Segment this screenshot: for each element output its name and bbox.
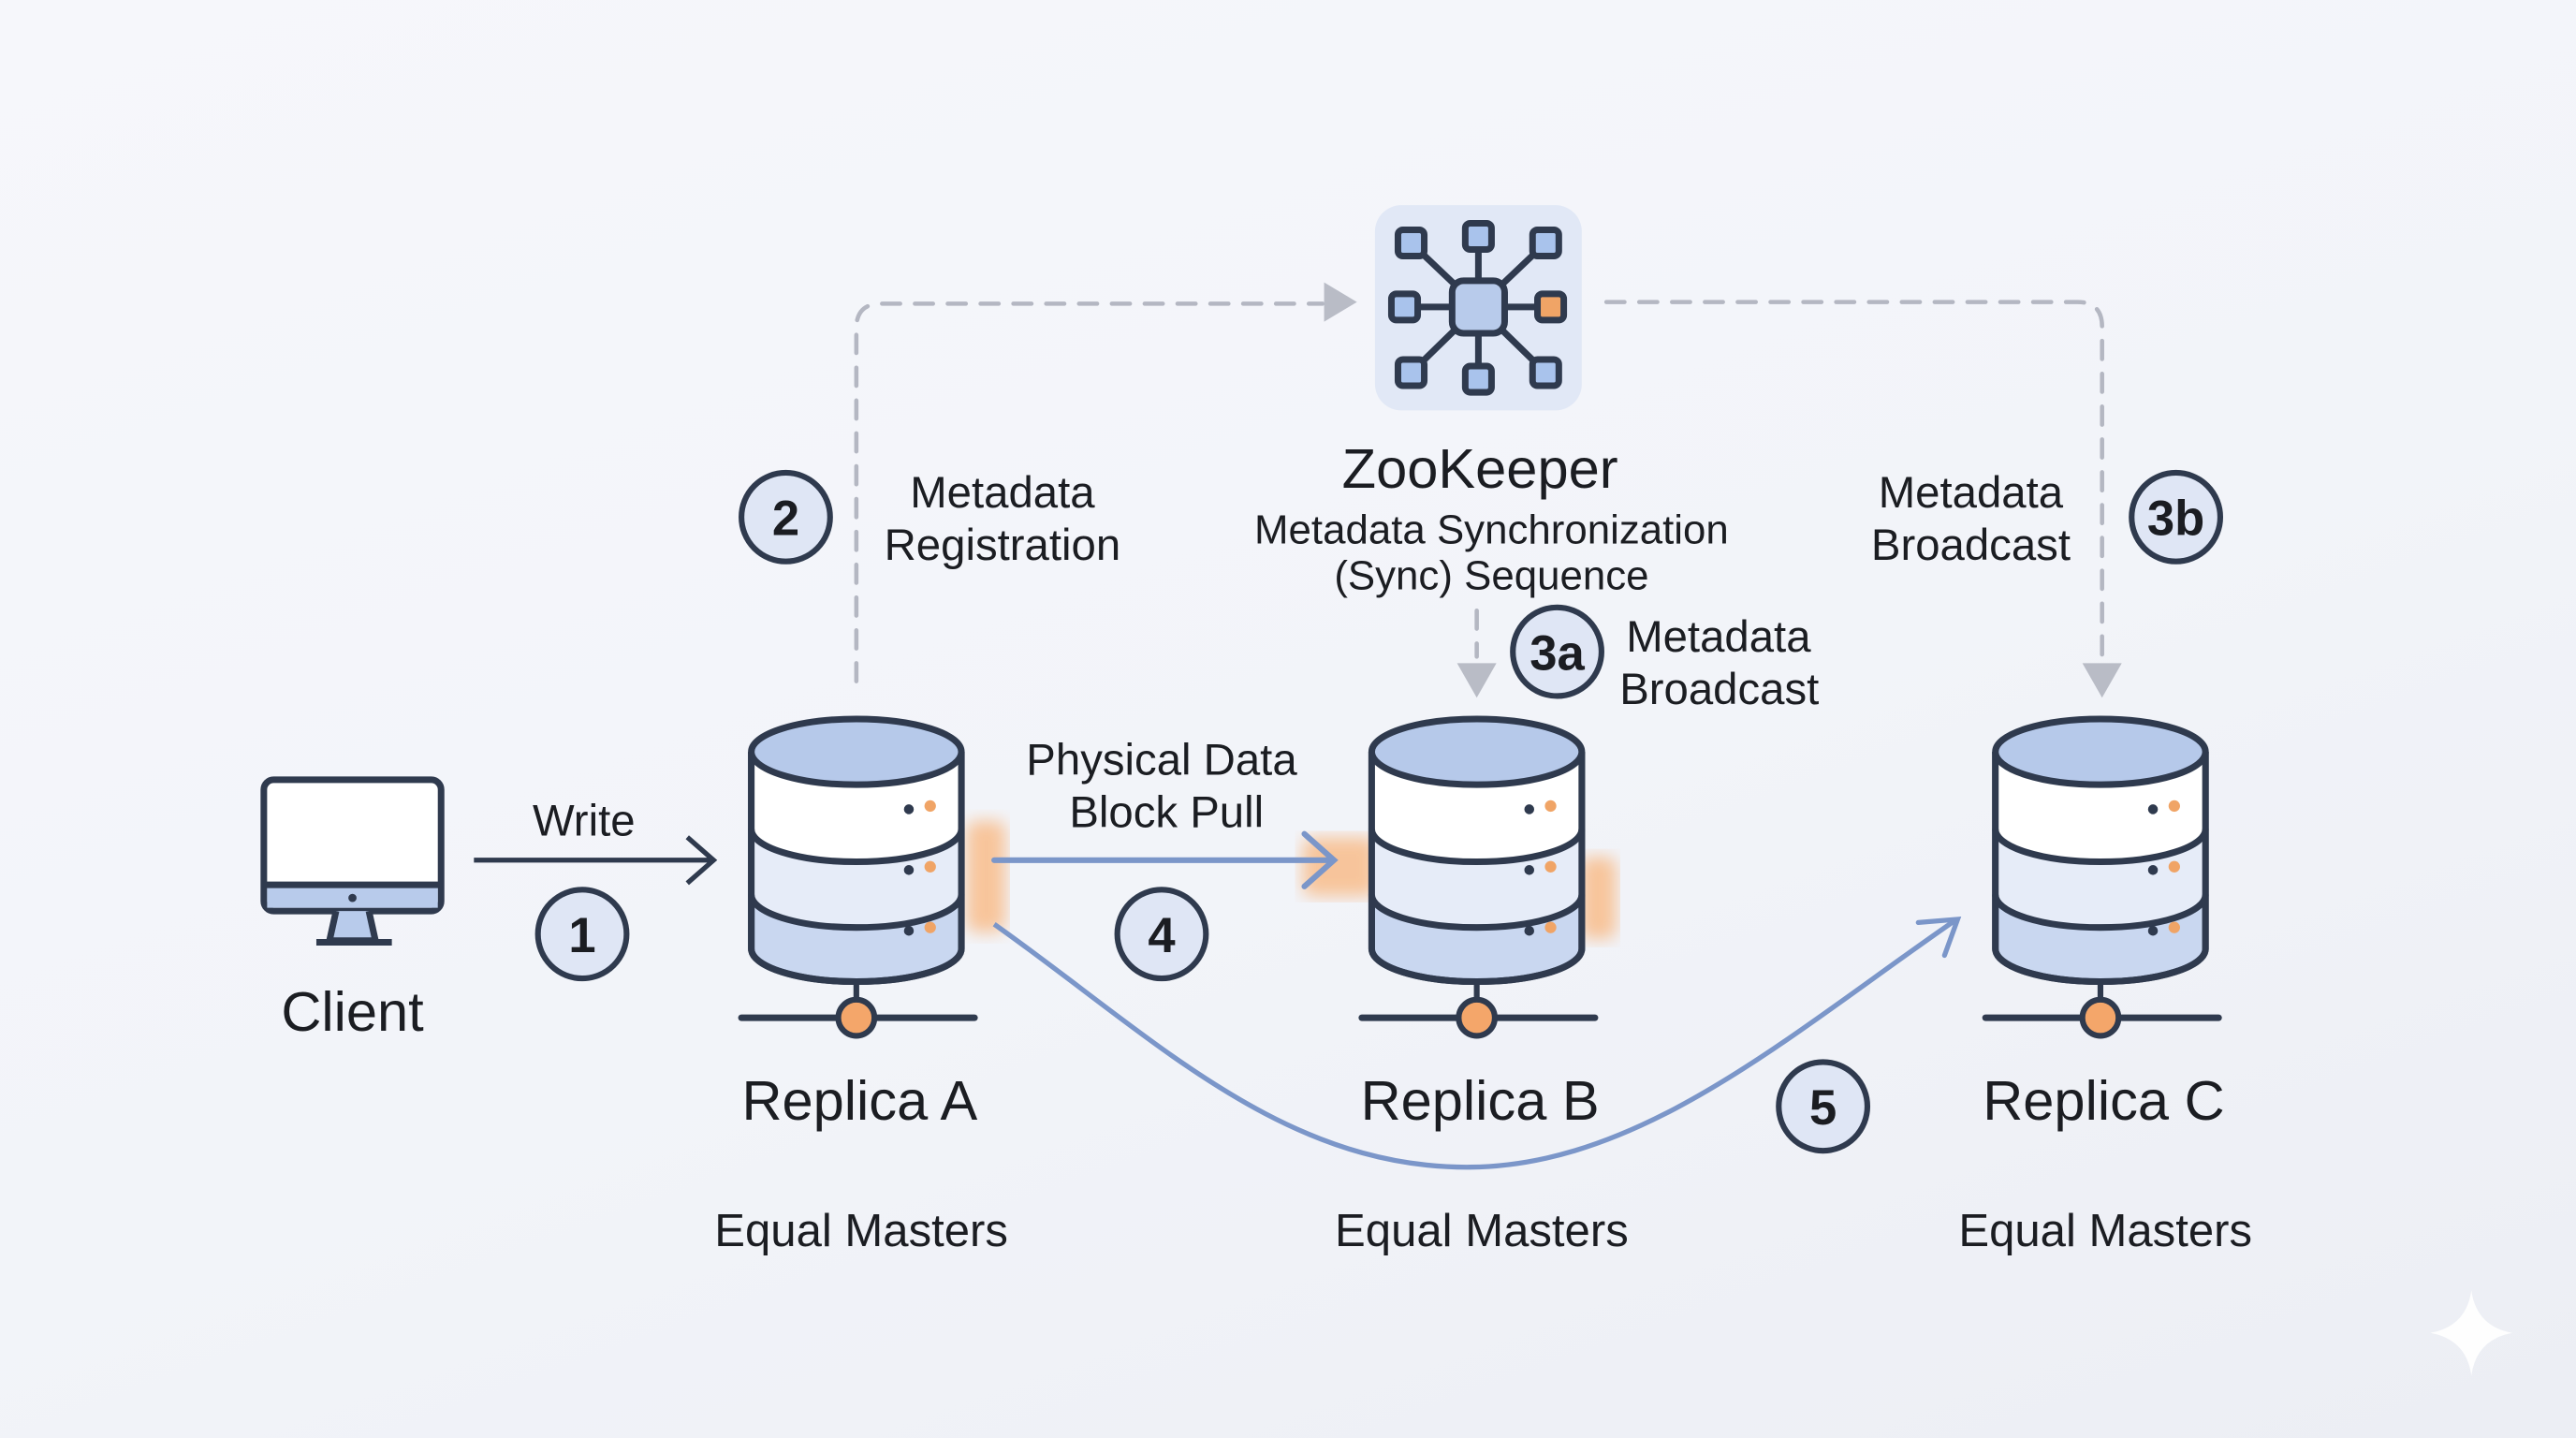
replica-a-role: Equal Masters <box>714 1206 1008 1256</box>
replica-b-highlight <box>1580 857 1617 939</box>
step-3b-badge: 3b <box>2129 469 2224 565</box>
step-4-badge: 4 <box>1114 887 1209 982</box>
zookeeper-subtitle-line1: Metadata Synchronization <box>1254 506 1729 552</box>
zookeeper-subtitle-line2: (Sync) Sequence <box>1334 552 1648 598</box>
step-5-badge: 5 <box>1776 1059 1871 1154</box>
registration-dashed-line <box>854 301 1325 683</box>
step-3a-badge: 3a <box>1510 604 1604 699</box>
svg-text:1: 1 <box>568 908 595 963</box>
block-pull-arrow <box>991 830 1339 889</box>
step-3a-label-line1: Metadata <box>1626 612 1811 662</box>
replica-a-name: Replica A <box>741 1069 977 1132</box>
replica-c-name: Replica C <box>1983 1069 2224 1132</box>
svg-text:3a: 3a <box>1530 625 1585 681</box>
write-label: Write <box>533 796 636 845</box>
step-4-label-line1: Physical Data <box>1026 736 1297 785</box>
zookeeper-icon <box>1374 205 1582 411</box>
registration-arrowhead <box>1324 282 1357 322</box>
zookeeper-title: ZooKeeper <box>1342 437 1618 500</box>
broadcast-3a-arrowhead <box>1456 663 1497 698</box>
step-1-badge: 1 <box>534 887 630 982</box>
step-2-badge: 2 <box>739 469 833 565</box>
replica-b-name: Replica B <box>1361 1069 1600 1132</box>
step-4-label-line2: Block Pull <box>1069 788 1264 838</box>
svg-text:2: 2 <box>772 492 799 547</box>
write-arrow <box>474 835 718 886</box>
replication-curve-arrow <box>992 918 1956 1170</box>
step-3b-label-line2: Broadcast <box>1871 521 2071 570</box>
replica-b-role: Equal Masters <box>1335 1206 1629 1256</box>
replication-arrowhead <box>1915 916 1962 959</box>
client-monitor-icon <box>260 776 445 946</box>
step-3b-label-line1: Metadata <box>1879 468 2064 518</box>
step-3a-label-line2: Broadcast <box>1619 665 1819 714</box>
replica-b-database-icon <box>1358 715 1599 1039</box>
broadcast-3b-arrowhead <box>2082 663 2122 698</box>
svg-text:4: 4 <box>1148 908 1175 963</box>
replica-c-database-icon <box>1982 715 2222 1039</box>
broadcast-3b-dashed-line <box>1603 300 2104 663</box>
replica-a-database-icon <box>738 715 978 1039</box>
step-2-label-line1: Metadata <box>910 468 1095 518</box>
replica-c-role: Equal Masters <box>1958 1206 2252 1256</box>
svg-text:3b: 3b <box>2147 492 2204 547</box>
replica-a-highlight <box>966 820 1006 932</box>
sparkle-icon <box>2430 1290 2513 1376</box>
client-label: Client <box>281 980 424 1043</box>
step-2-label-line2: Registration <box>885 521 1121 570</box>
svg-text:5: 5 <box>1809 1080 1837 1136</box>
